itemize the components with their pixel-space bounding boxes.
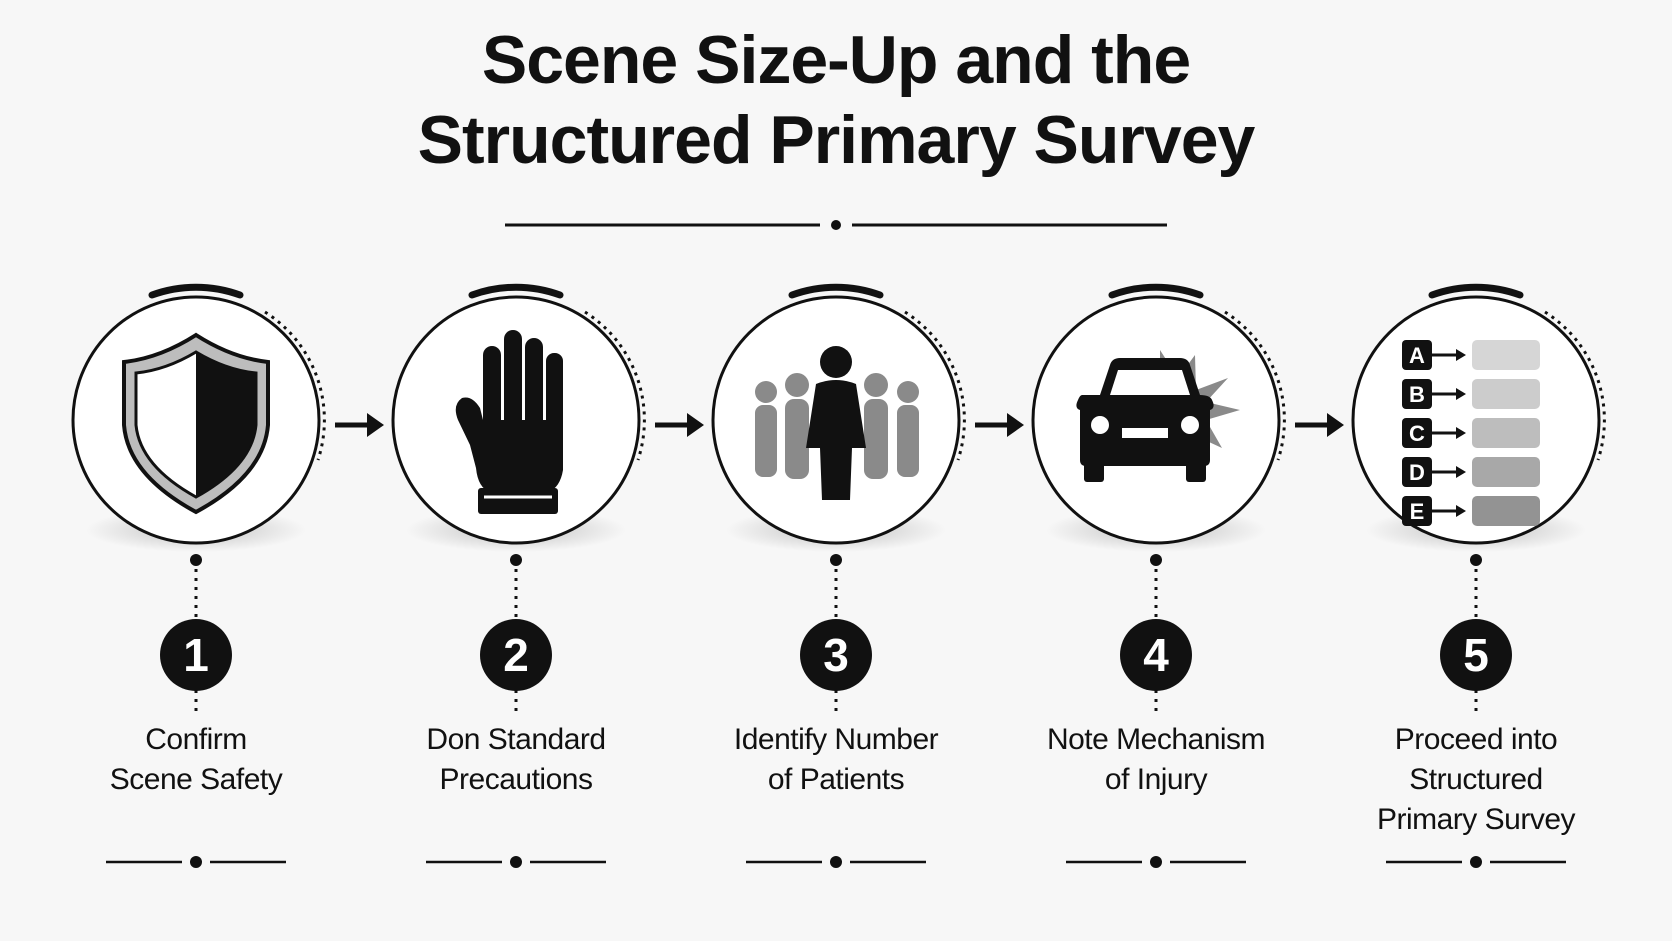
abcde-letter-box bbox=[1402, 379, 1432, 409]
step-3-label: Identify Number of Patients bbox=[686, 720, 986, 800]
abcde-letter-box bbox=[1402, 496, 1432, 526]
people-group-icon bbox=[755, 346, 919, 500]
abcde-letter: C bbox=[1409, 421, 1425, 446]
step-2-footer-divider bbox=[426, 856, 606, 868]
step-2-label-line: Precautions bbox=[439, 763, 593, 796]
arrow-icon bbox=[655, 413, 704, 437]
abcde-letter: B bbox=[1409, 382, 1425, 407]
abcde-letter: A bbox=[1409, 343, 1425, 368]
step-5-label: Proceed into Structured Primary Survey bbox=[1326, 720, 1626, 840]
arrow-icon bbox=[975, 413, 1024, 437]
step-4-label: Note Mechanism of Injury bbox=[1006, 720, 1306, 800]
step-5-label-line: Proceed into bbox=[1394, 723, 1558, 756]
abcde-letter: E bbox=[1410, 499, 1425, 524]
abcde-arrow-head bbox=[1456, 505, 1466, 517]
abcde-arrow-head bbox=[1456, 388, 1466, 400]
glove-icon bbox=[455, 330, 563, 514]
title-divider bbox=[505, 220, 1167, 230]
car-crash-icon bbox=[1076, 350, 1240, 482]
abcde-letter: D bbox=[1409, 460, 1425, 485]
step-3-number-badge: 3 bbox=[800, 619, 872, 691]
abcde-letter-box bbox=[1402, 457, 1432, 487]
step-5-label-line: Primary Survey bbox=[1376, 803, 1576, 836]
shield-icon bbox=[122, 332, 270, 515]
step-1-label-line: Confirm bbox=[145, 723, 247, 756]
step-3-label-line: of Patients bbox=[767, 763, 905, 796]
step-4-footer-divider bbox=[1066, 856, 1246, 868]
step-5-label-line: Structured bbox=[1409, 763, 1543, 796]
abcde-arrow-head bbox=[1456, 427, 1466, 439]
step-2-label-line: Don Standard bbox=[426, 723, 606, 756]
abcde-checklist-bar bbox=[1472, 496, 1540, 526]
step-1-number-badge: 1 bbox=[160, 619, 232, 691]
step-4-number-badge: 4 bbox=[1120, 619, 1192, 691]
abcde-letter-box bbox=[1402, 418, 1432, 448]
title-line-1: Scene Size-Up and the bbox=[481, 22, 1191, 98]
abcde-letter-box bbox=[1402, 340, 1432, 370]
abcde-arrow-head bbox=[1456, 349, 1466, 361]
arrow-icon bbox=[1295, 413, 1344, 437]
step-5-footer-divider bbox=[1386, 856, 1566, 868]
step-2-label: Don Standard Precautions bbox=[366, 720, 666, 800]
step-1-footer-divider bbox=[106, 856, 286, 868]
page-title: Scene Size-Up and the Structured Primary… bbox=[0, 20, 1672, 180]
abcde-checklist-bar bbox=[1472, 418, 1540, 448]
step-1-label: Confirm Scene Safety bbox=[46, 720, 346, 800]
step-4-label-line: Note Mechanism bbox=[1046, 723, 1266, 756]
arrow-icon bbox=[335, 413, 384, 437]
abcde-checklist-bar bbox=[1472, 340, 1540, 370]
step-5-number-badge: 5 bbox=[1440, 619, 1512, 691]
abcde-arrow-head bbox=[1456, 466, 1466, 478]
step-1-label-line: Scene Safety bbox=[109, 763, 283, 796]
title-line-2: Structured Primary Survey bbox=[417, 102, 1256, 178]
abcde-checklist-bar bbox=[1472, 457, 1540, 487]
step-4-label-line: of Injury bbox=[1104, 763, 1208, 796]
step-2-number-badge: 2 bbox=[480, 619, 552, 691]
abcde-checklist-bar bbox=[1472, 379, 1540, 409]
step-3-footer-divider bbox=[746, 856, 926, 868]
step-3-label-line: Identify Number bbox=[733, 723, 939, 756]
